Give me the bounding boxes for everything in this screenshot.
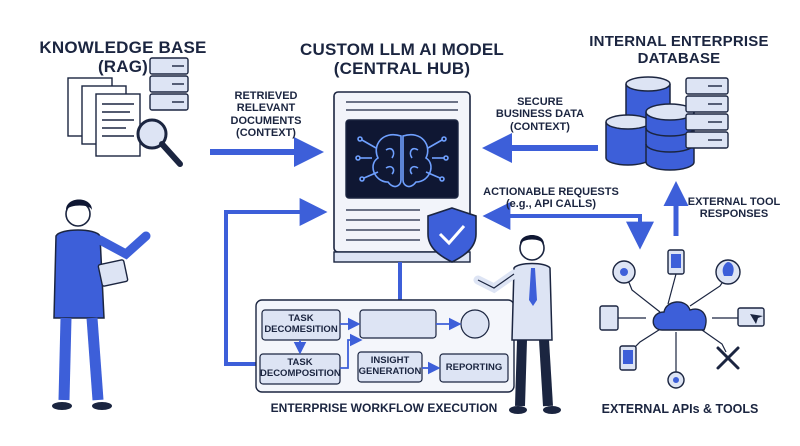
actionable-requests-label: ACTIONABLE REQUESTS (e.g., API CALLS) [483, 186, 619, 211]
workflow-box-top-middle [359, 309, 437, 339]
database-cylinders-icon [605, 76, 695, 171]
knowledge-base-title: KNOWLEDGE BASE (RAG) [39, 38, 207, 77]
lightbulb-icon [715, 259, 741, 285]
workflow-circle [460, 309, 490, 339]
woman-with-tablet-figure [52, 199, 151, 410]
arrow-actionable-requests [482, 202, 654, 250]
central-model-title: CUSTOM LLM AI MODEL (CENTRAL HUB) [299, 40, 504, 79]
shield-check-icon [427, 207, 477, 263]
wrench-tools-icon [716, 346, 740, 370]
server-stack-icon [149, 57, 189, 111]
business-data-label: SECURE BUSINESS DATA (CONTEXT) [495, 96, 585, 133]
tools-title: EXTERNAL APIs & TOOLS [601, 402, 759, 416]
brain-icon [355, 133, 449, 188]
monitor-cursor-icon [737, 307, 765, 327]
central-server [333, 91, 471, 263]
gear-icon [612, 260, 636, 284]
mobile-icon [619, 345, 637, 371]
workflow-box-top-left-label: TASK DECOMESITION [264, 313, 338, 335]
cloud-icon [652, 301, 707, 331]
enterprise-db-title: INTERNAL ENTERPRISE DATABASE [589, 33, 769, 67]
workflow-title: ENTERPRISE WORKFLOW EXECUTION [270, 401, 498, 415]
tool-responses-label: EXTERNAL TOOL RESPONSES [687, 196, 781, 221]
workflow-box-top-left [261, 309, 341, 341]
workflow-box-insight [357, 351, 423, 383]
workflow-box-bottom-left-label: TASK DECOMPOSITION [260, 357, 341, 379]
documents-icon [67, 77, 141, 157]
magnifier-icon [136, 118, 183, 167]
settings-small-icon [667, 371, 685, 389]
man-pointing-figure [473, 235, 561, 414]
retrieved-docs-label: RETRIEVED RELEVANT DOCUMENTS (CONTEXT) [230, 90, 302, 139]
arrow-workflow-loop [224, 198, 328, 366]
phone-icon [667, 249, 685, 275]
workflow-box-reporting-label: REPORTING [445, 362, 503, 373]
db-server-rack-icon [685, 77, 729, 149]
tablet-icon [599, 305, 619, 331]
workflow-box-insight-label: INSIGHT GENERATION [358, 355, 422, 377]
workflow-connectors [293, 317, 462, 375]
